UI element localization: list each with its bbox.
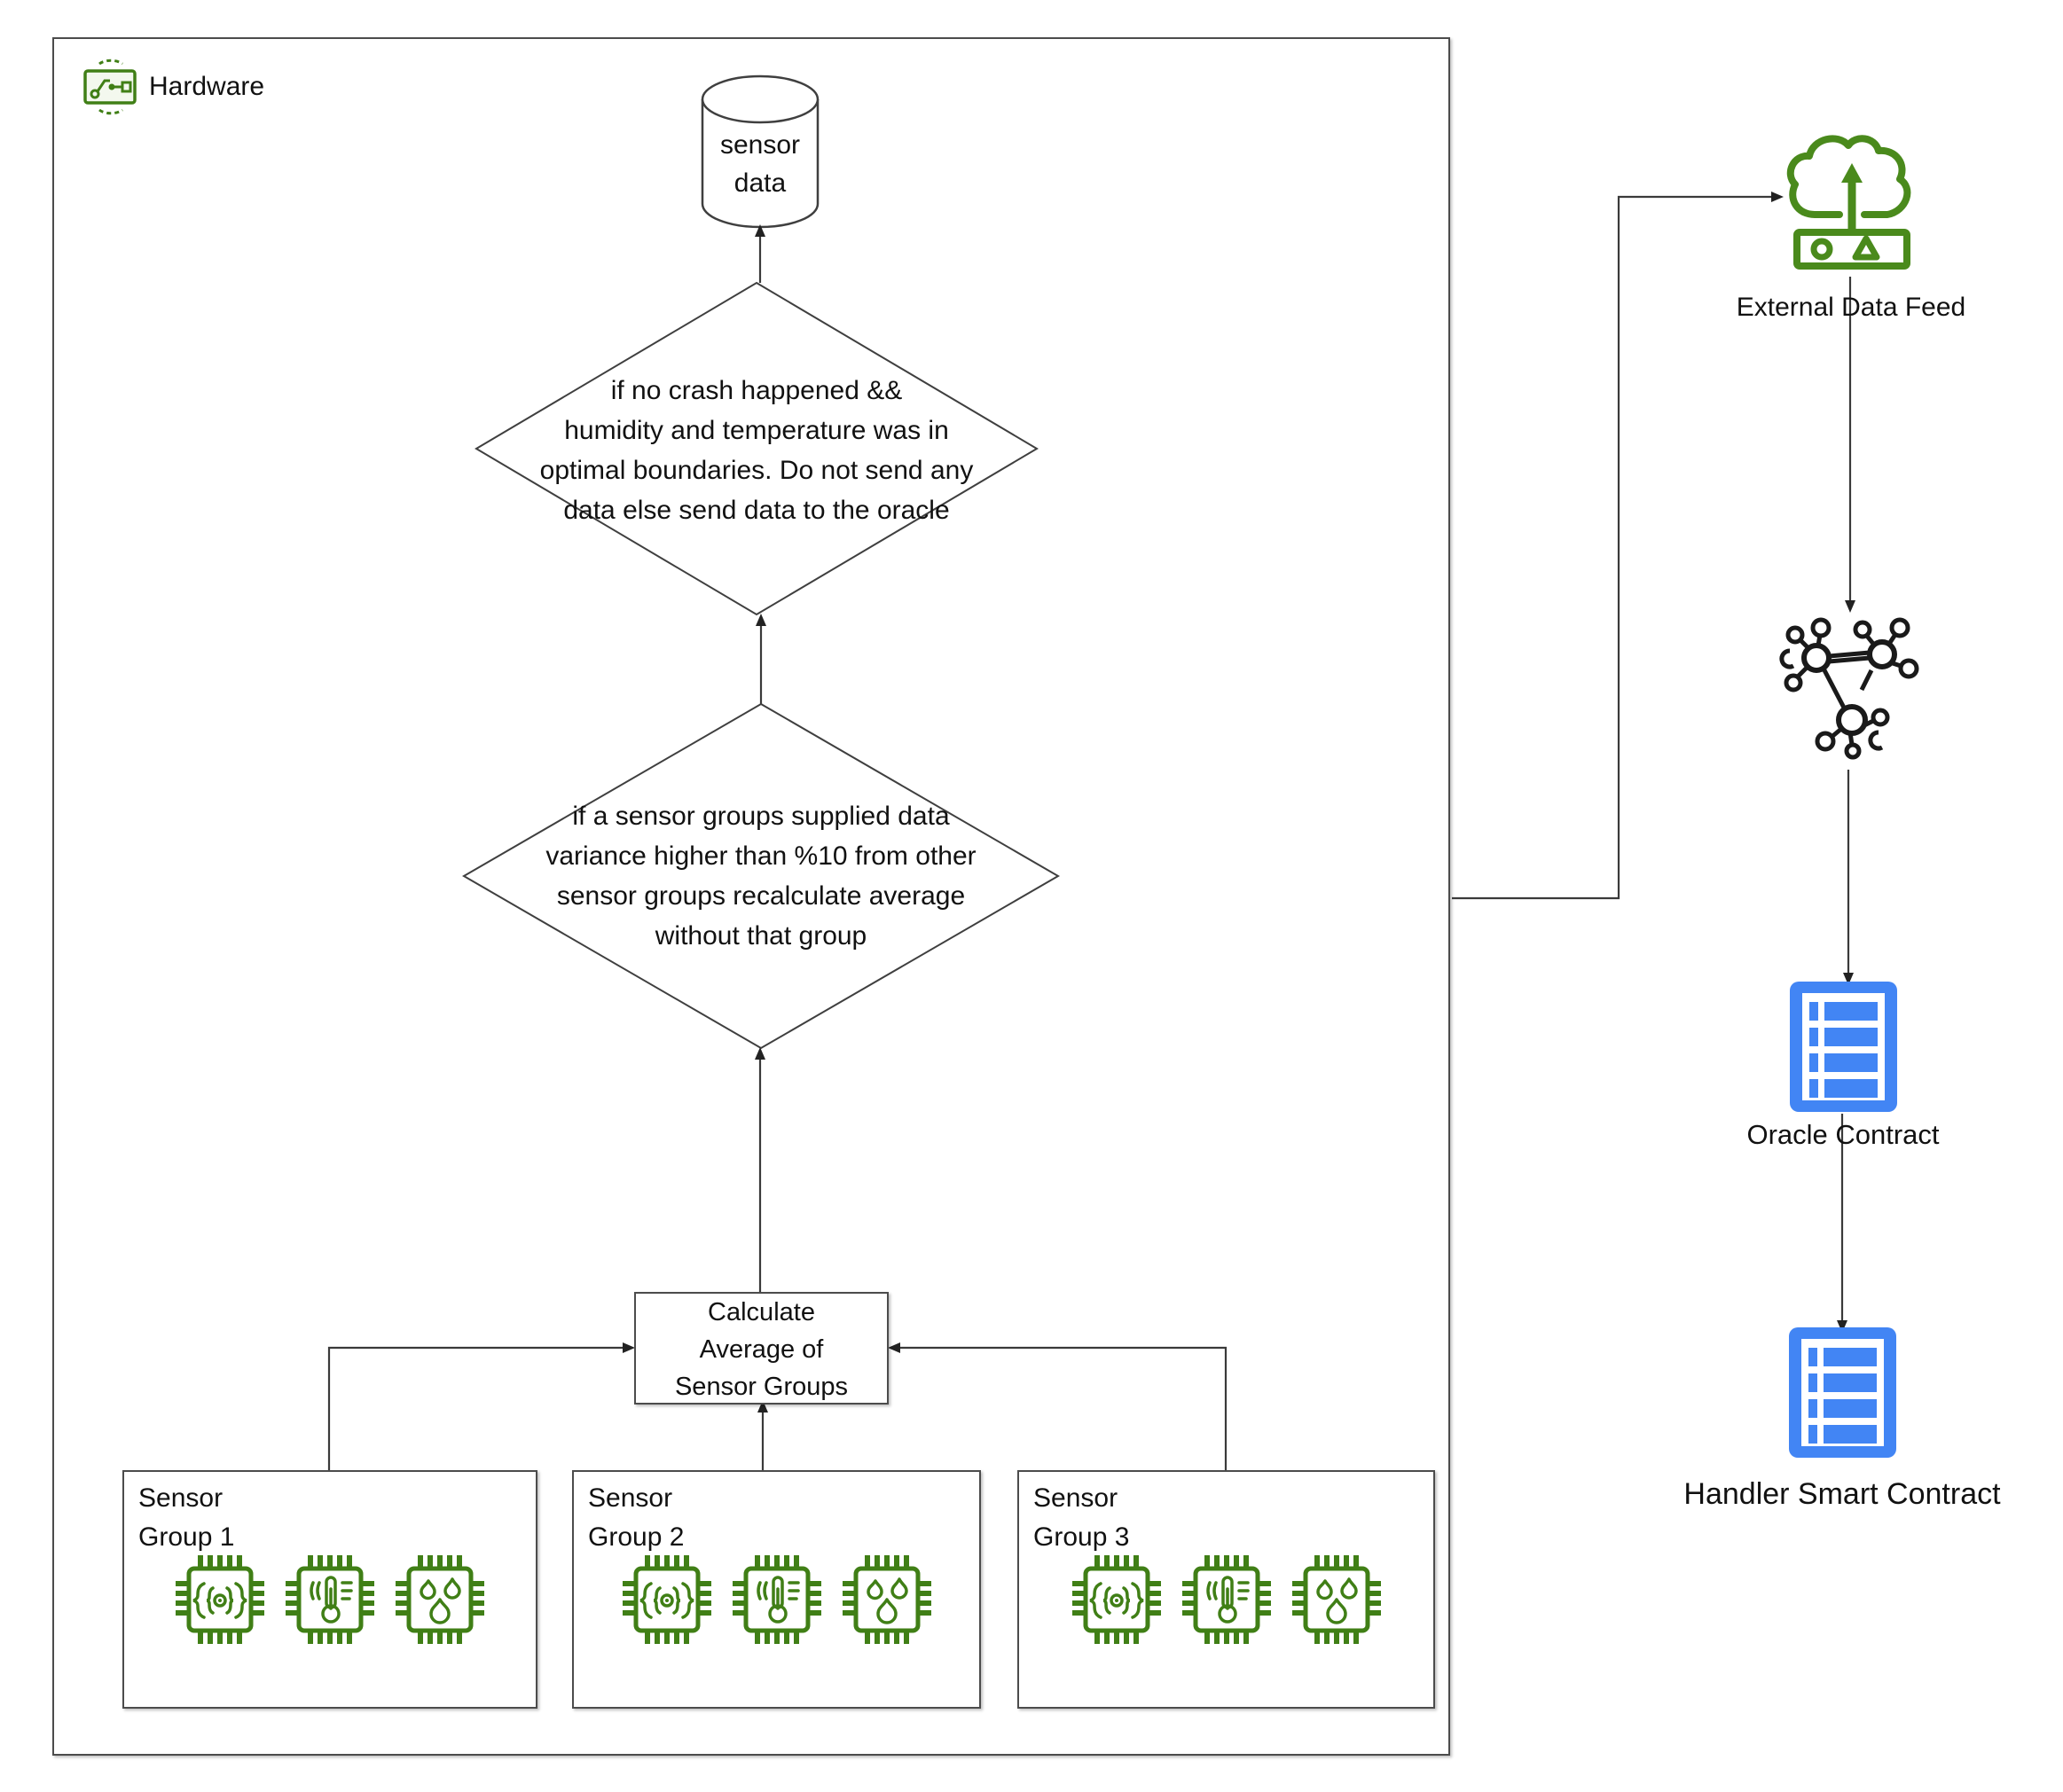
calculate-average-box[interactable] bbox=[634, 1292, 889, 1405]
decision2-label: if a sensor groups supplied data varianc… bbox=[545, 802, 977, 951]
sensor-group-2-box[interactable]: Sensor Group 2 bbox=[572, 1470, 981, 1709]
vibration-chip-icon bbox=[1071, 1553, 1163, 1646]
calculate-average-label: Calculate Average of Sensor Groups bbox=[674, 1298, 849, 1401]
sensor-group-3-label: Sensor Group 3 bbox=[1033, 1483, 1130, 1552]
temperature-chip-icon bbox=[731, 1553, 823, 1646]
sensor-data-label: sensor data bbox=[719, 130, 801, 198]
temperature-chip-icon bbox=[1181, 1553, 1273, 1646]
arrow-hardware-to-datafeed bbox=[1452, 192, 1784, 900]
decentralized-network-icon[interactable] bbox=[1774, 612, 1926, 770]
external-data-feed-label: External Data Feed bbox=[1736, 293, 1966, 322]
smart-contract-icon[interactable] bbox=[1789, 1327, 1896, 1458]
smart-contract-icon[interactable] bbox=[1790, 982, 1897, 1112]
sensor-group-1-label: Sensor Group 1 bbox=[138, 1483, 235, 1552]
sensor-data-cylinder[interactable] bbox=[701, 74, 820, 229]
decision1-label: if no crash happened && humidity and tem… bbox=[539, 376, 974, 525]
vibration-chip-icon bbox=[621, 1553, 713, 1646]
vibration-chip-icon bbox=[174, 1553, 266, 1646]
sensor-group-2-label: Sensor Group 2 bbox=[588, 1483, 685, 1552]
handler-smart-contract-label: Handler Smart Contract bbox=[1683, 1477, 2001, 1511]
humidity-chip-icon bbox=[841, 1553, 933, 1646]
oracle-contract-label: Oracle Contract bbox=[1746, 1119, 1940, 1150]
arrow-group3-to-calc bbox=[888, 1342, 1228, 1470]
temperature-chip-icon bbox=[284, 1553, 376, 1646]
humidity-chip-icon bbox=[394, 1553, 486, 1646]
humidity-chip-icon bbox=[1290, 1553, 1383, 1646]
circuit-board-icon bbox=[83, 59, 137, 115]
cloud-upload-feed-icon[interactable] bbox=[1781, 126, 1923, 278]
arrow-group1-to-calc bbox=[327, 1342, 635, 1470]
sensor-group-1-box[interactable]: Sensor Group 1 bbox=[122, 1470, 537, 1709]
hardware-title: Hardware bbox=[149, 72, 265, 101]
sensor-group-3-box[interactable]: Sensor Group 3 bbox=[1017, 1470, 1435, 1709]
